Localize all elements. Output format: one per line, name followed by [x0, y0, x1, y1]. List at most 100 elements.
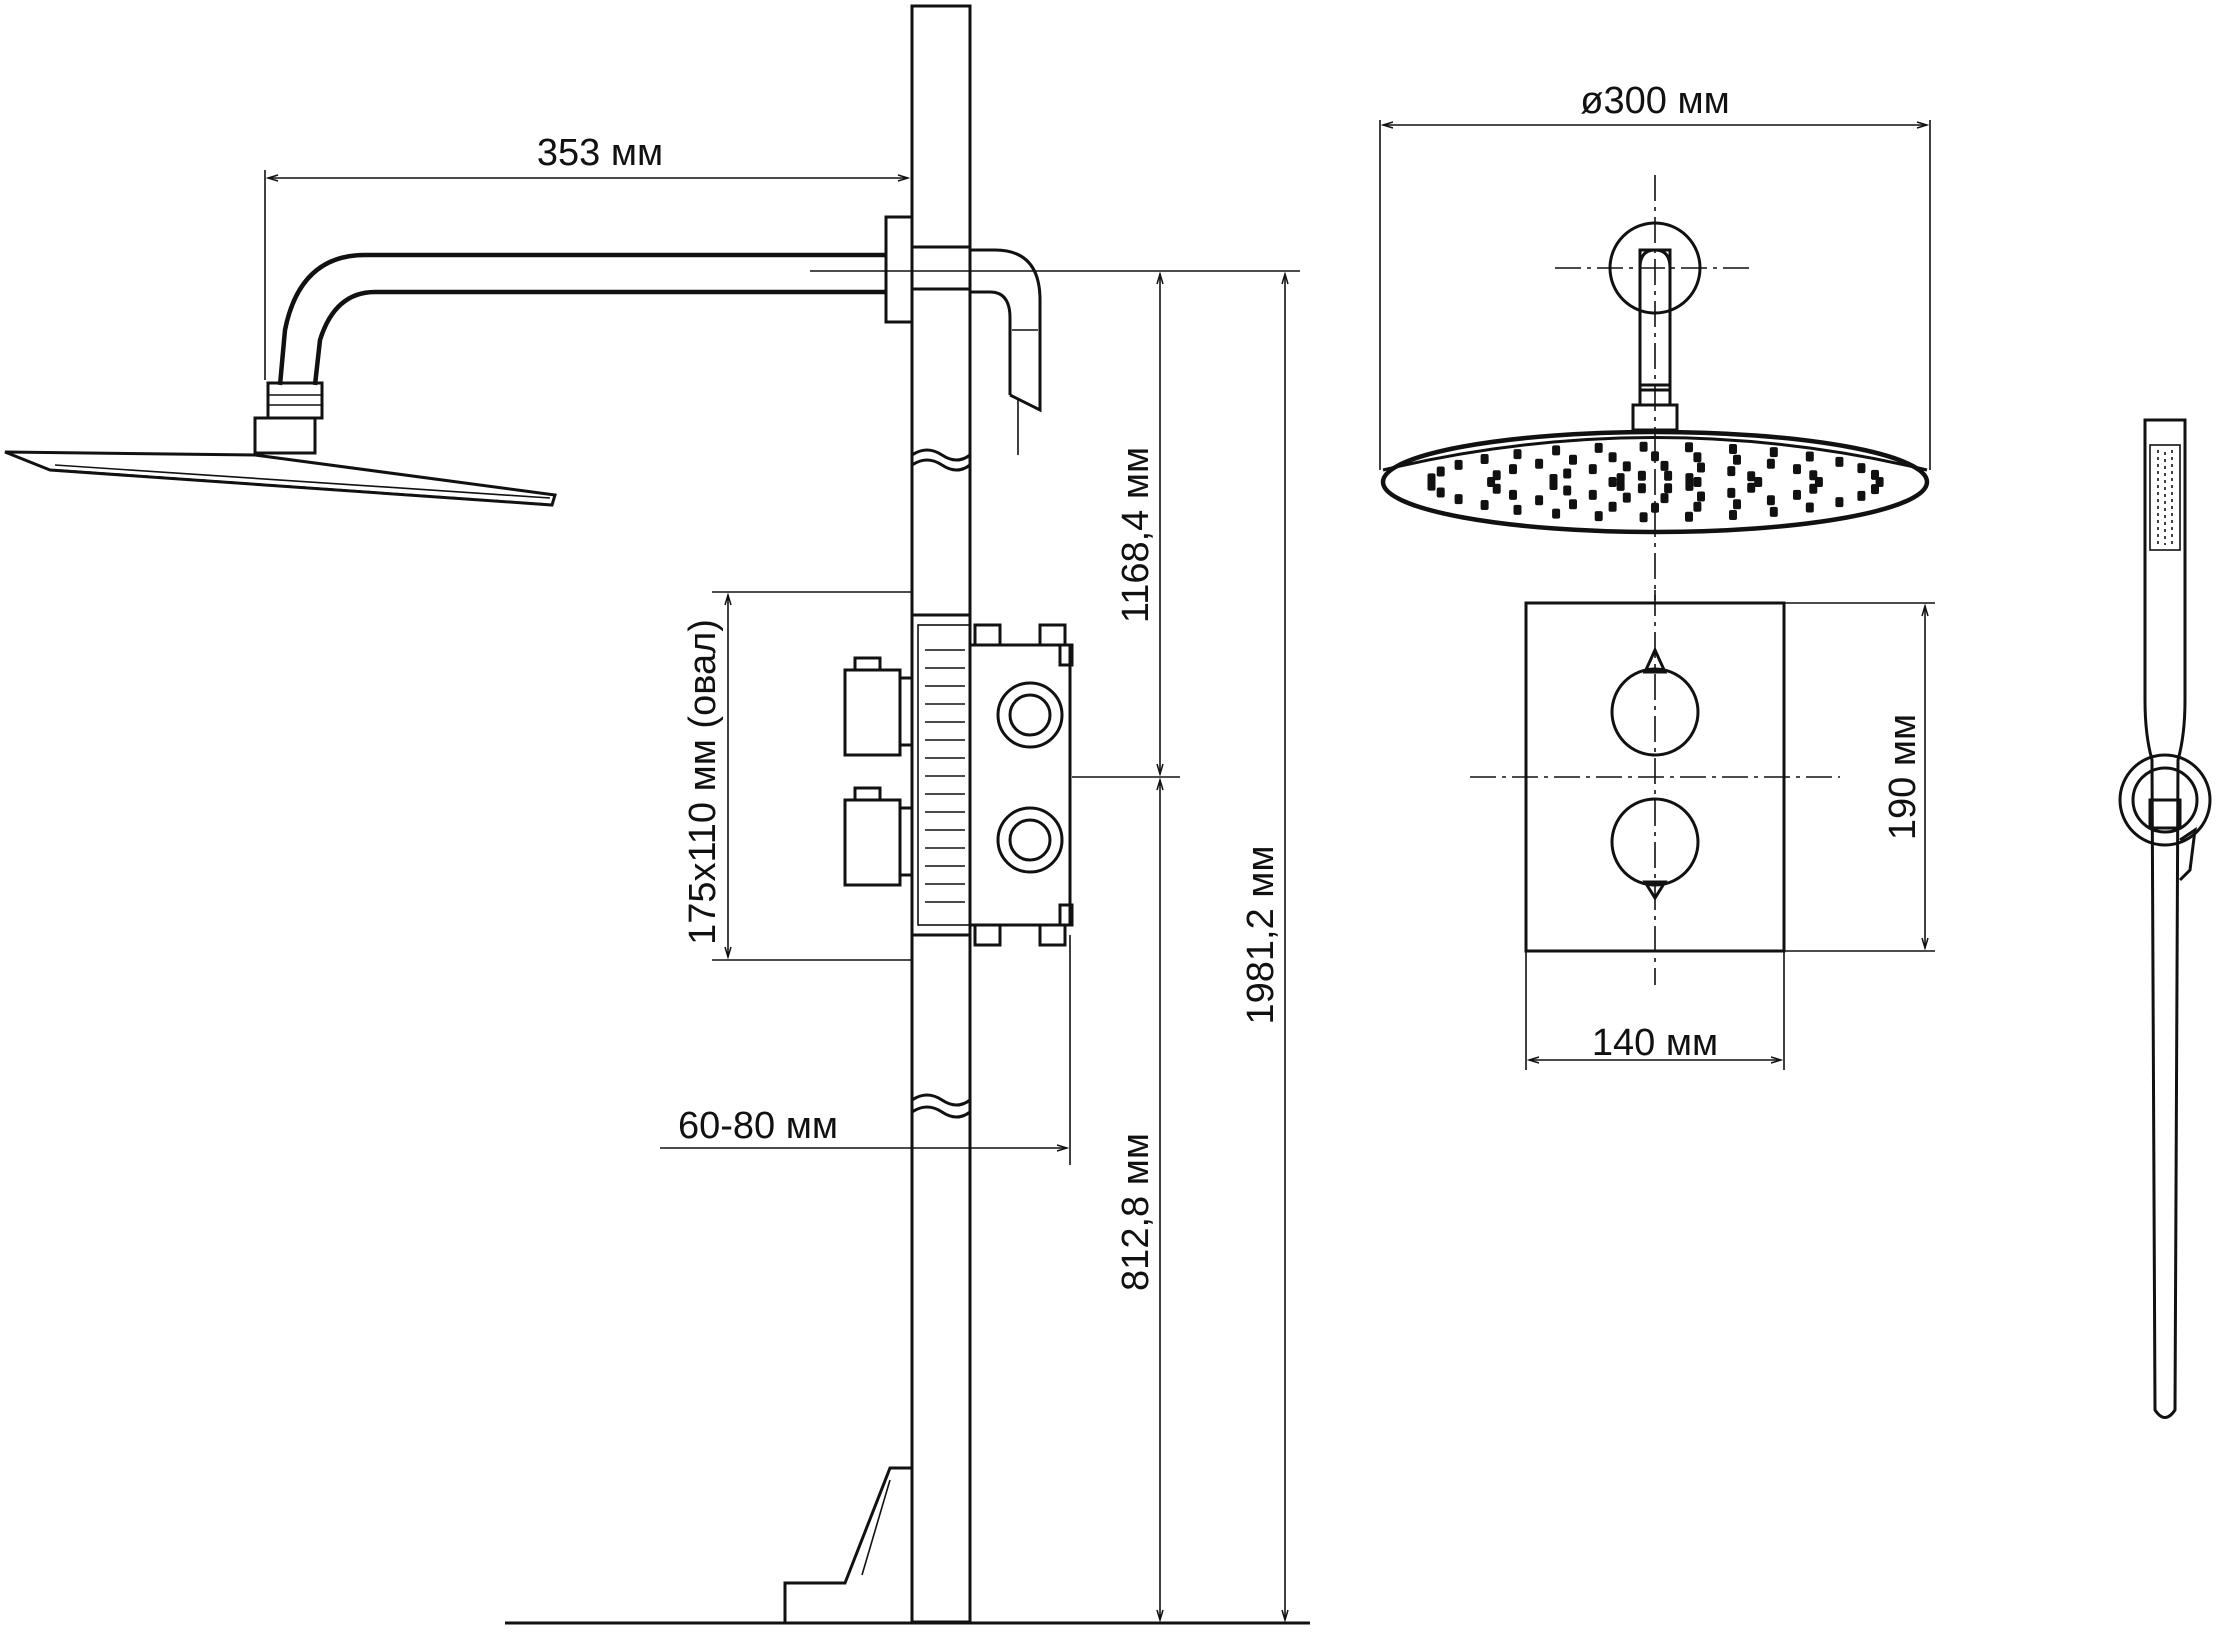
nozzle-grid — [1427, 441, 1884, 523]
nozzle — [1608, 501, 1617, 512]
nozzle — [1492, 470, 1501, 481]
nozzle — [1727, 466, 1736, 477]
nozzle — [1569, 499, 1577, 510]
nozzle — [1733, 499, 1741, 510]
nozzle — [1754, 477, 1763, 487]
nozzle — [1588, 464, 1597, 475]
dim-arm-length: 353 мм — [264, 132, 908, 380]
nozzle — [1509, 464, 1517, 475]
nozzle — [1793, 489, 1801, 500]
nozzle — [1552, 508, 1561, 519]
dim-total-height-label: 1981,2 мм — [1240, 845, 1282, 1024]
nozzle — [1608, 452, 1617, 463]
hand-shower — [2118, 418, 2212, 1419]
nozzle — [1871, 484, 1879, 495]
nozzle — [1729, 444, 1737, 454]
nozzle — [1685, 442, 1693, 453]
nozzle — [1535, 495, 1544, 506]
shower-arm-front — [1608, 221, 1702, 432]
nozzle — [1766, 495, 1775, 506]
nozzle — [1685, 473, 1694, 484]
dim-head-diameter: ø300 мм — [1379, 80, 1931, 470]
nozzle — [1454, 459, 1463, 470]
dim-valve-size-label: 175x110 мм (овал) — [682, 619, 724, 945]
nozzle — [1697, 491, 1705, 502]
nozzle — [1480, 454, 1489, 464]
floor-element — [783, 1466, 914, 1623]
nozzle — [1513, 504, 1522, 515]
nozzle — [1835, 497, 1844, 508]
shower-head-side — [4, 450, 557, 507]
nozzle — [1809, 483, 1818, 494]
nozzle — [1664, 483, 1673, 494]
nozzle — [1857, 463, 1866, 474]
nozzle — [1809, 470, 1818, 481]
nozzle — [1569, 454, 1577, 465]
dim-head-diameter-label: ø300 мм — [1580, 80, 1729, 122]
nozzle — [1480, 500, 1489, 510]
nozzle — [1733, 454, 1741, 465]
nozzle — [1594, 511, 1603, 522]
nozzle — [1616, 473, 1625, 484]
nozzle — [1835, 456, 1844, 467]
nozzle — [1660, 460, 1669, 471]
nozzle — [1436, 466, 1445, 477]
nozzle — [1588, 489, 1597, 500]
side-view: 353 мм 175x110 мм (овал) 60-80 мм 1168,4… — [4, 4, 1310, 1625]
nozzle — [1427, 473, 1436, 484]
nozzle — [1563, 485, 1572, 496]
dim-arm-length-label: 353 мм — [537, 132, 663, 174]
nozzle — [1805, 451, 1814, 462]
nozzle — [1664, 470, 1673, 481]
nozzle — [1747, 471, 1756, 482]
nozzle — [1805, 502, 1814, 513]
hand-shower-nozzles — [2157, 450, 2173, 545]
dim-valve-height-label: 812,8 мм — [1115, 1133, 1157, 1291]
nozzle — [1769, 506, 1778, 517]
nozzle — [1637, 483, 1646, 494]
nozzle — [1622, 461, 1631, 472]
nozzle — [1697, 462, 1705, 473]
nozzle — [1549, 474, 1558, 484]
nozzle — [1563, 468, 1572, 479]
nozzle — [1857, 490, 1866, 501]
nozzle — [1693, 452, 1702, 463]
nozzle — [1747, 482, 1756, 493]
nozzle — [1651, 502, 1659, 513]
nozzle — [1552, 445, 1561, 456]
dim-plate-width: 140 мм — [1525, 951, 1785, 1070]
nozzle — [1729, 510, 1737, 520]
thermostat-plate — [1470, 590, 1840, 985]
dim-arm-height-label: 1168,4 мм — [1115, 447, 1157, 623]
dim-wall-depth: 60-80 мм — [660, 935, 1071, 1165]
nozzle — [1622, 492, 1631, 503]
shower-head-front — [1380, 429, 1930, 535]
nozzle — [1766, 458, 1775, 469]
dim-plate-height-label: 190 мм — [1882, 714, 1924, 840]
concealed-valve — [843, 613, 1074, 947]
nozzle — [1793, 464, 1801, 475]
nozzle — [1594, 442, 1603, 453]
dim-heights: 1168,4 мм 812,8 мм — [810, 270, 1300, 1620]
nozzle — [1769, 447, 1778, 458]
nozzle — [1637, 470, 1646, 481]
dim-wall-depth-label: 60-80 мм — [678, 1105, 838, 1147]
nozzle — [1616, 480, 1625, 491]
nozzle — [1685, 480, 1694, 491]
nozzle — [1509, 489, 1517, 500]
nozzle — [1685, 511, 1693, 522]
shower-arm — [253, 215, 972, 455]
nozzle — [1535, 458, 1544, 469]
dim-total-height: 1981,2 мм — [1240, 274, 1285, 1620]
nozzle — [1454, 494, 1463, 505]
nozzle — [1660, 493, 1669, 504]
nozzle — [1639, 512, 1648, 523]
nozzle — [1436, 487, 1445, 498]
dim-valve-size: 175x110 мм (овал) — [682, 591, 912, 961]
front-view: ø300 мм — [1379, 80, 1935, 1070]
wall-outlet — [970, 248, 1042, 455]
nozzle — [1651, 451, 1659, 462]
nozzle — [1693, 477, 1702, 487]
dim-plate-height: 190 мм — [1784, 602, 1935, 952]
